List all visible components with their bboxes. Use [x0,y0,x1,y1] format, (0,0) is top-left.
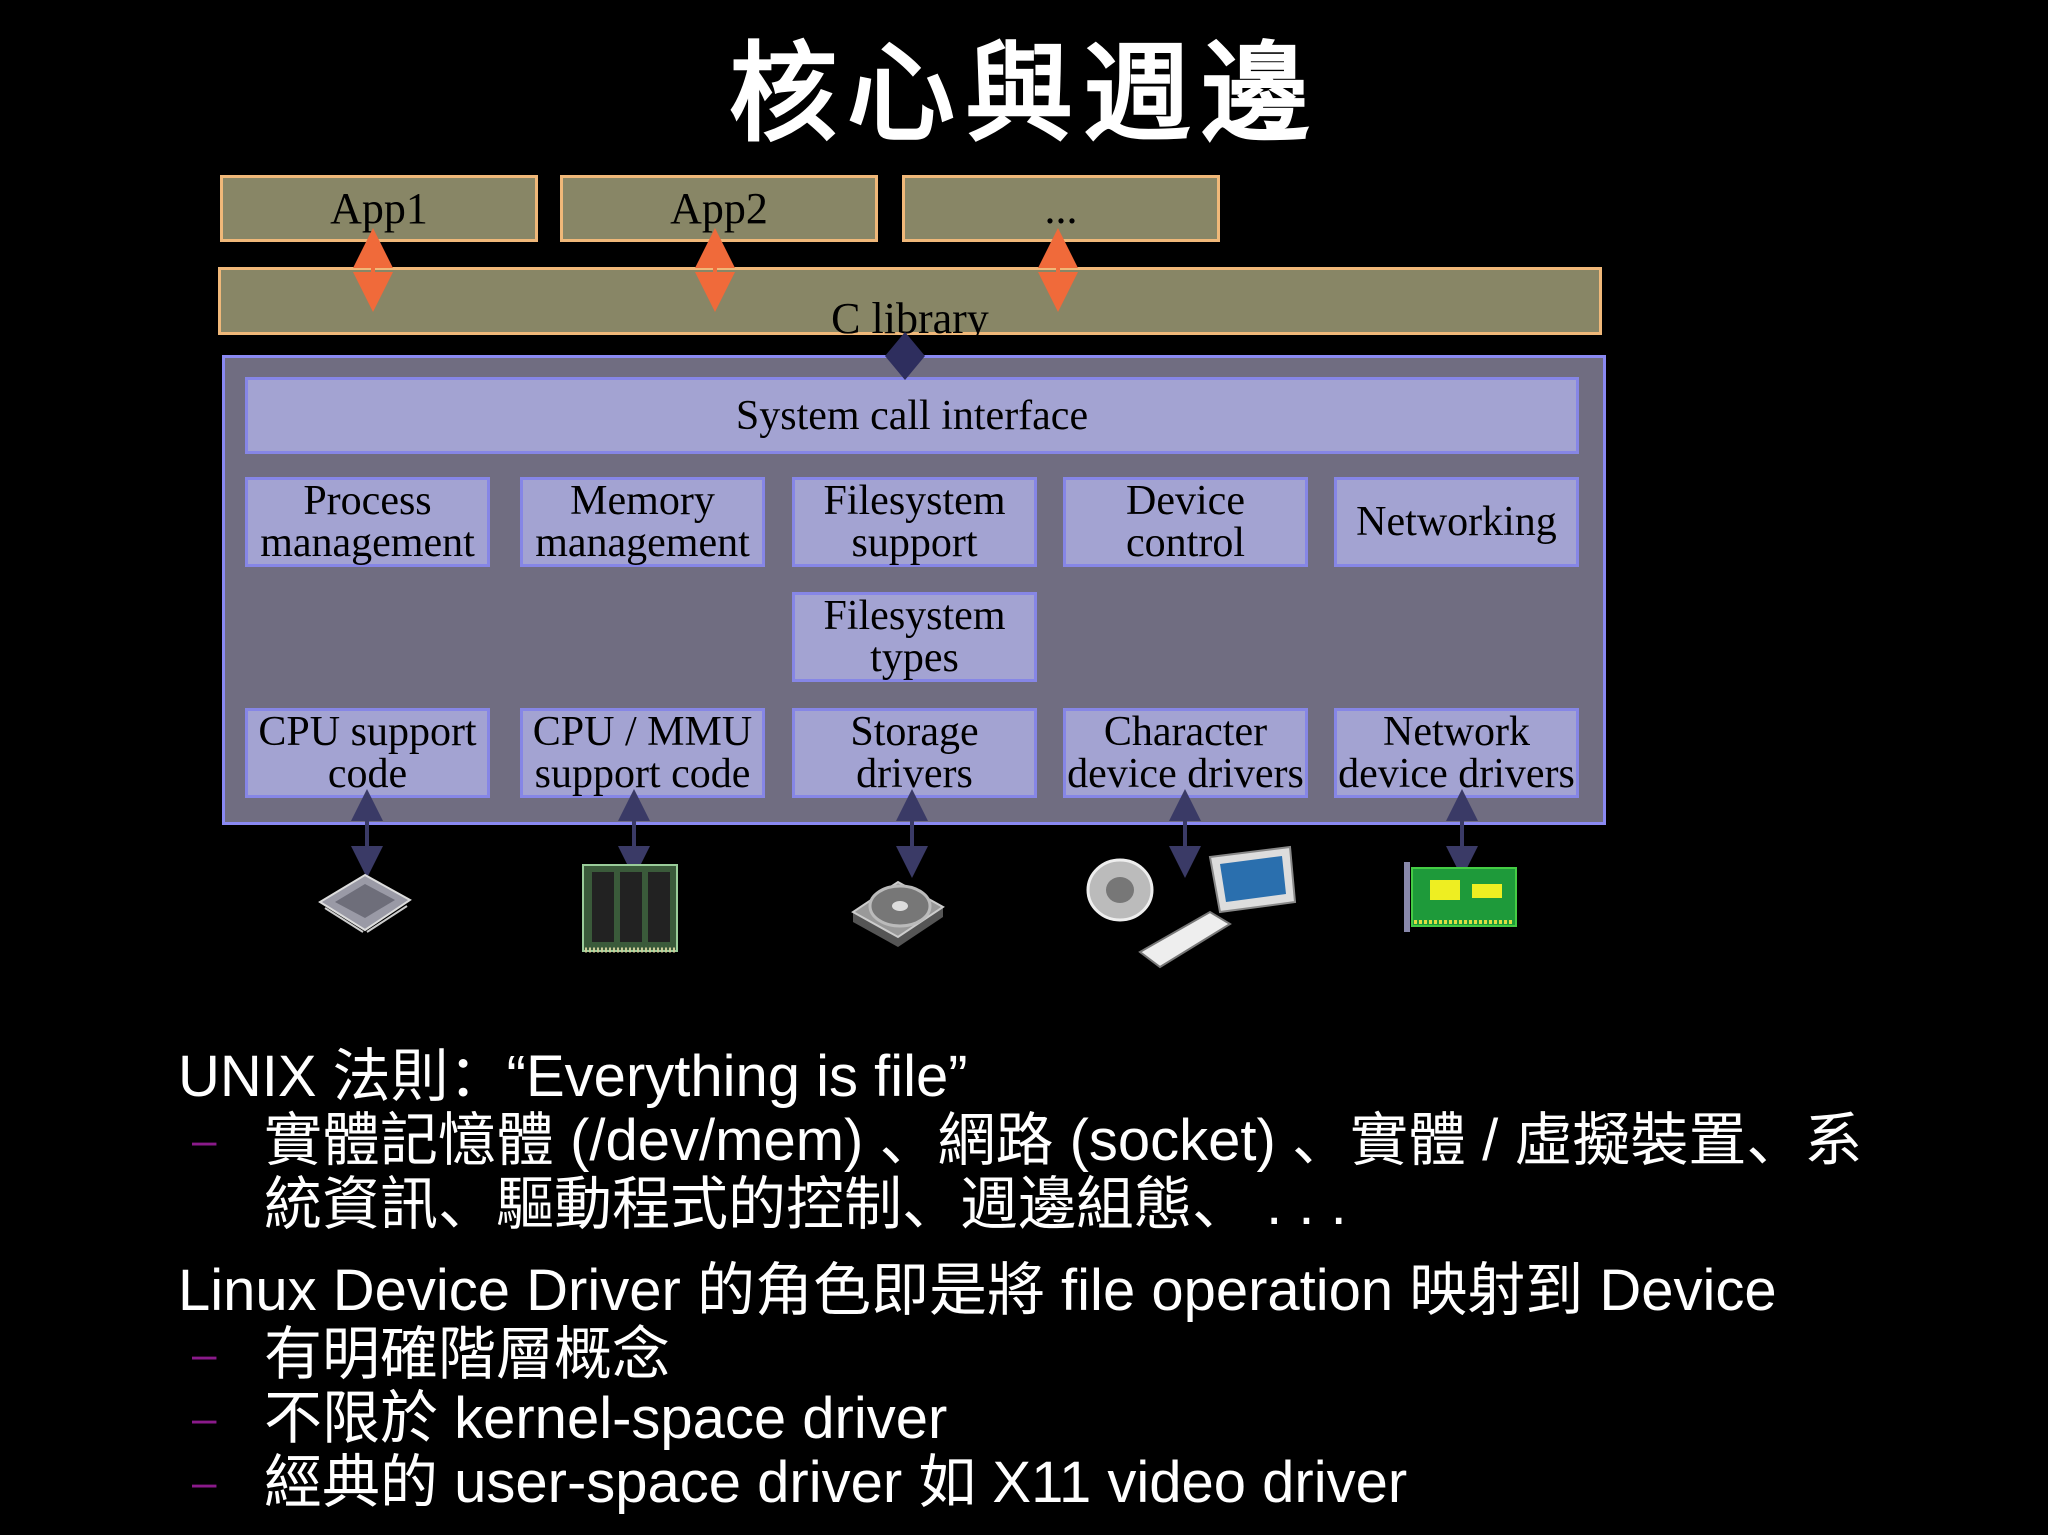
subsystem-label: Process [303,478,432,524]
bullet-item: UNIX 法則：“Everything is file” [178,1044,968,1109]
speaker-monitor-keyboard-icon [1086,845,1297,969]
subsystem-label: support [851,520,978,566]
driver-label: CPU / MMU [532,709,753,755]
bullet-list: UNIX 法則：“Everything is file” –實體記憶體 (/de… [178,1045,2018,1515]
app-more-label: ... [1044,183,1078,233]
network-card-icon [1404,862,1517,932]
driver-label: Network [1383,709,1530,755]
syscall-interface-label: System call interface [735,392,1089,439]
sub-bullet-item: –經典的 user-space driver 如 X11 video drive… [178,1451,2018,1515]
driver-label: Storage [850,709,979,755]
driver-label: code [327,751,408,797]
syscall-interface-box: System call interface [245,377,1579,454]
subsystem-filesystem: Filesystem support [792,477,1037,567]
app2-label: App2 [670,183,768,233]
driver-label: support code [534,751,751,797]
sub-bullet-text: 實體記憶體 (/dev/mem) 、網路 (socket) 、實體 / 虛擬裝置… [264,1108,1863,1173]
fs-types-label: Filesystem [823,593,1006,639]
fs-types-label: types [870,635,959,681]
connector-arrows [351,228,1478,878]
driver-network: Network device drivers [1334,708,1579,798]
app2-box: App2 [560,175,878,242]
driver-cpu-support: CPU support code [245,708,490,798]
driver-cpu-mmu: CPU / MMU support code [520,708,765,798]
driver-label: CPU support [258,709,477,755]
sub-bullet-item: –有明確階層概念 [178,1323,2018,1387]
subsystem-memory: Memory management [520,477,765,567]
subsystem-label: Device [1126,478,1245,524]
app1-box: App1 [220,175,538,242]
subsystem-device-control: Device control [1063,477,1308,567]
driver-storage: Storage drivers [792,708,1037,798]
subsystem-label: Filesystem [823,478,1006,524]
subsystem-label: management [535,520,750,566]
subsystem-label: management [260,520,475,566]
sub-bullet-item: –實體記憶體 (/dev/mem) 、網路 (socket) 、實體 / 虛擬裝… [178,1109,2018,1173]
sub-bullet-text: 不限於 kernel-space driver [264,1386,948,1451]
subsystem-label: Memory [570,478,715,524]
sub-bullet-text: 有明確階層概念 [264,1322,671,1387]
sub-bullet-continuation: 統資訊、驅動程式的控制、週邊組態、 . . . [178,1173,2018,1237]
syscall-connector [885,332,925,380]
c-library-label: C library [831,294,989,343]
sub-bullet-item: –不限於 kernel-space driver [178,1387,2018,1451]
slide-title: 核心與週邊 [728,31,1319,157]
app1-label: App1 [330,183,428,233]
sub-bullet-text: 統資訊、驅動程式的控制、週邊組態、 . . . [264,1172,1347,1237]
sub-bullet-text: 經典的 user-space driver 如 X11 video driver [264,1450,1408,1515]
driver-label: drivers [856,751,973,797]
c-library-box: C library [218,267,1602,341]
subsystem-label: Networking [1356,499,1557,545]
bullet-item: Linux Device Driver 的角色即是將 file operatio… [178,1258,1777,1323]
memory-module-icon [582,864,678,953]
filesystem-types-box: Filesystem types [792,592,1037,682]
dash-marker: – [192,1394,217,1443]
subsystem-process: Process management [245,477,490,567]
hard-disk-icon [851,880,945,947]
driver-label: device drivers [1067,751,1304,797]
cpu-chip-icon [318,873,412,933]
subsystem-networking: Networking [1334,477,1579,567]
dash-marker: – [192,1330,217,1379]
driver-label: Character [1103,709,1268,755]
driver-label: device drivers [1338,751,1575,797]
subsystem-label: control [1126,520,1245,566]
dash-marker: – [192,1458,217,1507]
dash-marker: – [192,1116,217,1165]
